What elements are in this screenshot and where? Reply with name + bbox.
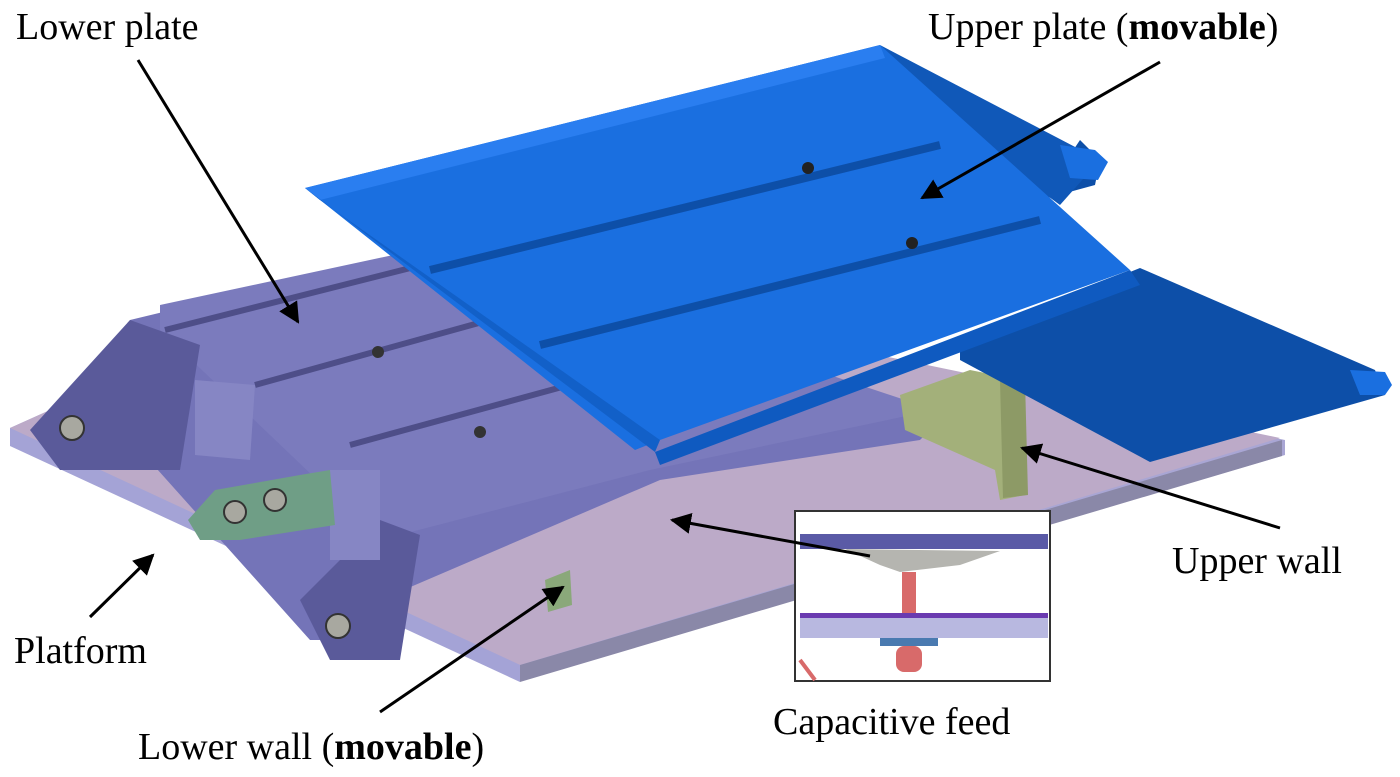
arrow-lower-wall	[379, 585, 565, 714]
label-lower-wall-suffix: )	[471, 726, 485, 768]
label-lower-wall-prefix: Lower wall (	[138, 726, 335, 768]
label-platform: Platform	[14, 632, 147, 670]
mounting-bracket	[188, 470, 335, 540]
capacitive-feed-inset	[794, 510, 1051, 682]
upper-wall	[900, 370, 1028, 500]
arrow-platform	[88, 553, 155, 619]
label-capacitive-feed: Capacitive feed	[773, 703, 1010, 741]
label-lower-plate: Lower plate	[16, 8, 199, 46]
label-lower-wall-bold: movable	[334, 726, 472, 768]
arrow-upper-plate	[920, 60, 1161, 200]
annotation-arrows	[88, 59, 1281, 714]
label-upper-wall-text: Upper wall	[1172, 540, 1342, 582]
label-capacitive-feed-text: Capacitive feed	[773, 701, 1011, 743]
label-lower-plate-text: Lower plate	[16, 6, 199, 48]
arrow-lower-plate	[136, 59, 300, 324]
label-upper-wall: Upper wall	[1172, 542, 1342, 580]
label-upper-plate-bold: movable	[1128, 6, 1266, 48]
label-upper-plate: Upper plate (movable)	[928, 8, 1278, 46]
arrow-capacitive-feed	[669, 513, 871, 558]
lower-plate	[30, 207, 940, 660]
label-upper-plate-suffix: )	[1265, 6, 1279, 48]
arrow-upper-wall	[1019, 443, 1281, 530]
upper-plate	[305, 45, 1392, 465]
label-lower-wall: Lower wall (movable)	[138, 728, 484, 766]
label-upper-plate-prefix: Upper plate (	[928, 6, 1129, 48]
label-platform-text: Platform	[14, 630, 147, 672]
